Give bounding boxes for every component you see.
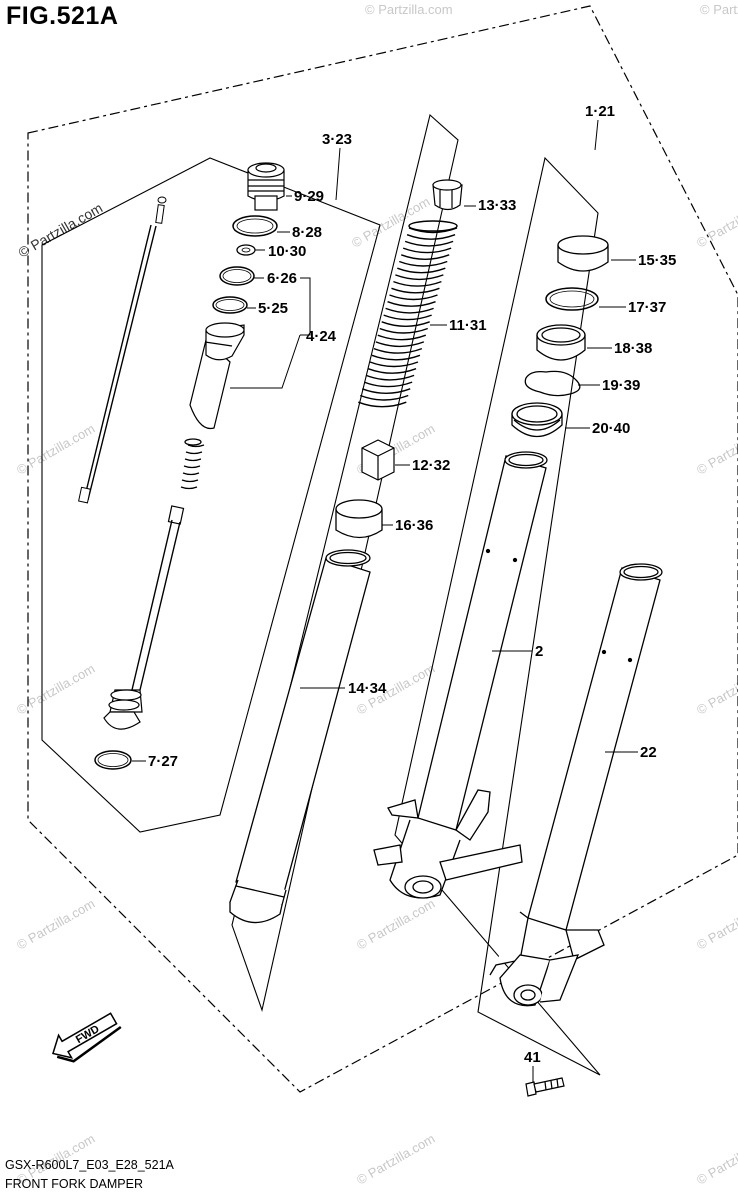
watermark: © Partzilla.com [354, 1131, 437, 1188]
damper-piston-rod [103, 505, 185, 730]
damper-rod [78, 196, 167, 504]
oil-seal-lower [511, 402, 563, 438]
outer-tube [373, 451, 548, 899]
callout-label: 8·28 [292, 224, 322, 241]
callout-label: 2 [535, 643, 543, 660]
o-ring [232, 215, 278, 237]
callout-label: 9·29 [294, 188, 324, 205]
diagram-code: GSX-R600L7_E03_E28_521A [5, 1158, 174, 1172]
callout-label: 22 [640, 744, 657, 761]
callout-label: 18·38 [614, 340, 652, 357]
watermark: © Partzilla.com [14, 661, 97, 718]
ring [219, 266, 255, 286]
oil-seal [536, 324, 586, 361]
callout-label: 19·39 [602, 377, 640, 394]
forward-direction-arrow: FWD [52, 1012, 122, 1063]
callout-label: 14·34 [348, 680, 387, 697]
callout-label: 41 [524, 1049, 541, 1066]
watermark: © Partzilla.com [14, 896, 97, 953]
callout-label: 20·40 [592, 420, 630, 437]
axle-bolt [525, 1077, 565, 1097]
watermark: © Partzilla.com [694, 421, 738, 478]
watermark: © Partzilla.com [700, 2, 738, 17]
ring [94, 750, 132, 770]
callout-label: 5·25 [258, 300, 288, 317]
watermark: © Partzilla.com [365, 2, 453, 17]
callout-labels: 1·21 3·23 9·29 8·28 10·30 6·26 5·25 4·24… [148, 103, 676, 1066]
callout-label: 12·32 [412, 457, 450, 474]
damper-subassembly-frame [41, 157, 381, 833]
diagram-name: FRONT FORK DAMPER [5, 1177, 143, 1191]
callout-label: 11·31 [449, 317, 487, 334]
outer-tube-group-frame [394, 156, 601, 1076]
retaining-clip [524, 370, 581, 397]
callout-label: 15·35 [638, 252, 676, 269]
spring-nut [432, 179, 463, 211]
spacer [361, 439, 395, 481]
watermark: © Partzilla.com [694, 1131, 738, 1188]
ring [212, 296, 248, 314]
outer-tube-right [489, 563, 663, 1007]
callout-label: 10·30 [268, 243, 306, 260]
callout-label: 17·37 [628, 299, 666, 316]
figure-title: FIG.521A [6, 2, 119, 30]
callout-label: 3·23 [322, 131, 352, 148]
rebound-spring [180, 438, 205, 490]
callout-label: 6·26 [267, 270, 297, 287]
callout-label: 1·21 [585, 103, 615, 120]
watermark: © Partzilla.com [14, 421, 97, 478]
inner-tube-group-frame [231, 113, 459, 1012]
leader-lines [132, 119, 638, 762]
callout-label: 16·36 [395, 517, 433, 534]
watermark: © Partzilla.com [694, 661, 738, 718]
cap-bolt [247, 162, 285, 211]
partzilla-watermark-dark: © Partzilla.com [16, 200, 106, 261]
damper-cartridge [189, 322, 245, 430]
stopper-ring [545, 287, 599, 311]
callout-label: 4·24 [306, 328, 337, 345]
callout-label: 13·33 [478, 197, 516, 214]
inner-tube [229, 549, 371, 924]
callout-label: 7·27 [148, 753, 178, 770]
fork-spring [358, 220, 458, 408]
watermark: © Partzilla.com [354, 896, 437, 953]
dust-seal [557, 235, 609, 272]
watermark: © Partzilla.com [694, 896, 738, 953]
slide-bushing [335, 499, 383, 539]
assembly-outline-frame [27, 5, 738, 1093]
